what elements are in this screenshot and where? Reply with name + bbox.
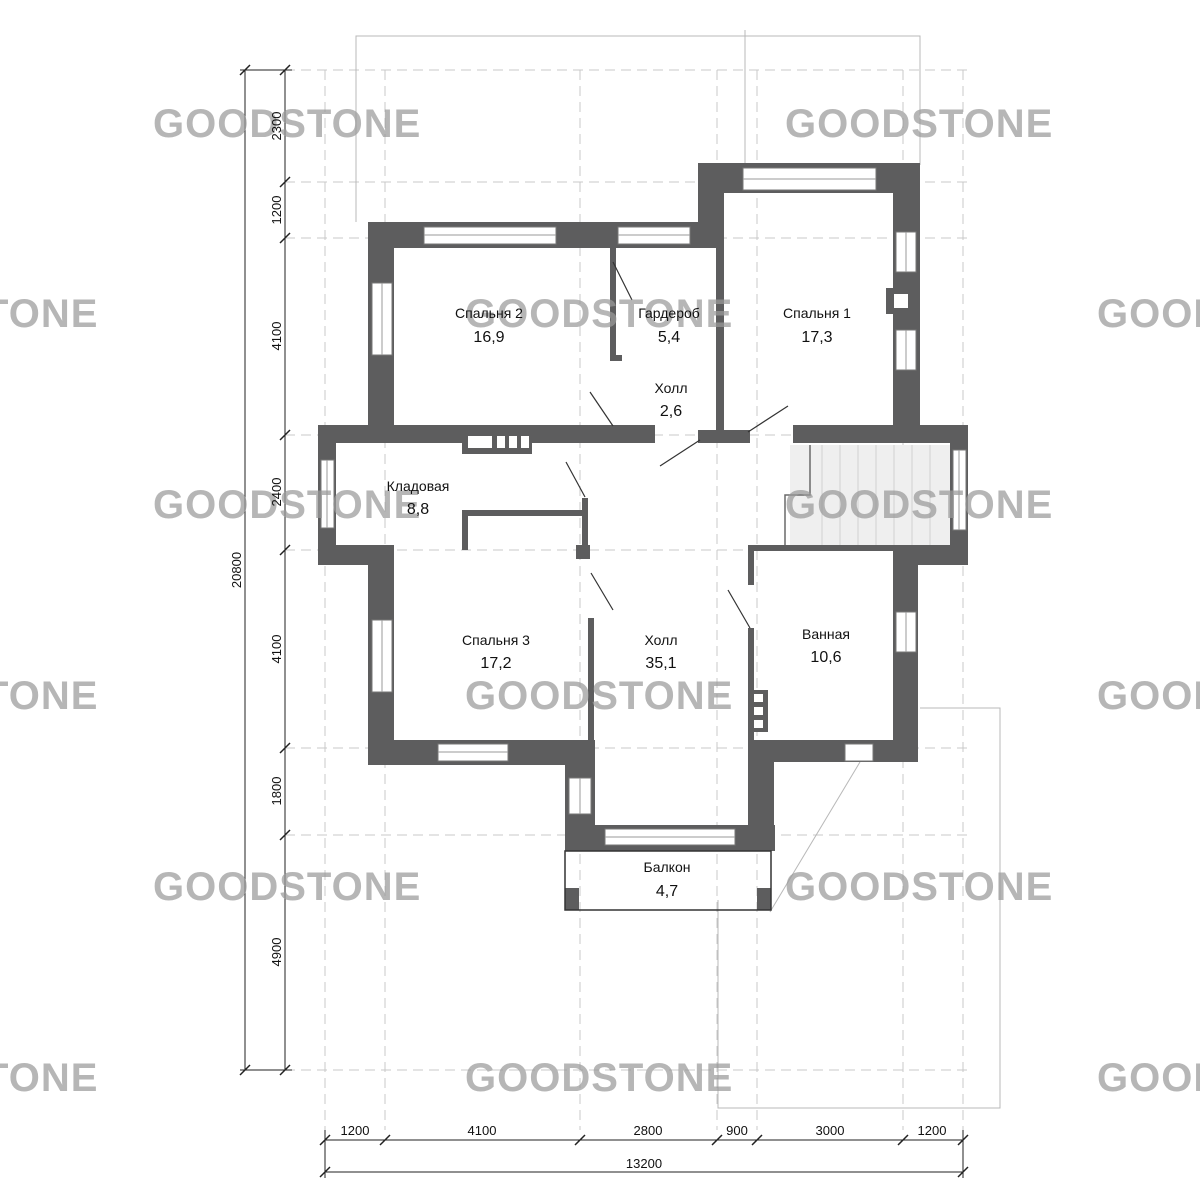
dimension-tick: [897, 1134, 909, 1146]
watermark: GOODSTONE: [785, 483, 1053, 527]
dimension-tick: [379, 1134, 391, 1146]
room-area-hall-small: 2,6: [660, 403, 682, 420]
watermark: GOODSTONE: [785, 102, 1053, 146]
room-name-bedroom-3: Спальня 3: [462, 632, 530, 648]
room-area-storage: 8,8: [407, 501, 429, 518]
dimension-tick: [279, 176, 291, 188]
dimension-tick: [711, 1134, 723, 1146]
dimension-tick: [957, 1166, 969, 1178]
dim-left-5: 4100: [269, 635, 284, 664]
watermarks: GOODSTONE GOODSTONE TONE GOODSTONE GOODS…: [0, 102, 1200, 1100]
dimension-tick: [279, 232, 291, 244]
terrace-outlines: [355, 30, 1001, 1109]
watermark: TONE: [0, 292, 98, 336]
dim-bottom-1: 1200: [341, 1123, 370, 1138]
window-panes: [326, 178, 960, 838]
dim-bottom-3: 2800: [634, 1123, 663, 1138]
room-name-bathroom: Ванная: [802, 626, 850, 642]
bathroom-vents: [750, 690, 768, 732]
dimension-tick: [239, 64, 251, 76]
dim-bottom-2: 4100: [468, 1123, 497, 1138]
dimension-tick: [574, 1134, 586, 1146]
dim-left-3: 4100: [269, 322, 284, 351]
staircase: [784, 445, 953, 545]
watermark: GOODSTONE: [153, 483, 421, 527]
dimension-tick: [279, 1064, 291, 1076]
room-area-bedroom-3: 17,2: [480, 655, 511, 672]
dim-bottom-4: 900: [726, 1123, 748, 1138]
dimension-tick: [279, 829, 291, 841]
dimension-tick: [319, 1134, 331, 1146]
dimension-tick: [279, 742, 291, 754]
room-name-hall-small: Холл: [655, 380, 688, 396]
room-name-balcony: Балкон: [644, 859, 691, 875]
room-area-bedroom-2: 16,9: [473, 329, 504, 346]
dimension-tick: [239, 1064, 251, 1076]
dimension-tick: [279, 64, 291, 76]
room-area-bedroom-1: 17,3: [801, 329, 832, 346]
room-name-wardrobe: Гардероб: [638, 305, 700, 321]
dim-left-6: 1800: [269, 777, 284, 806]
dim-left-4: 2400: [269, 478, 284, 507]
bottom-dimension-labels: 1200 4100 2800 900 3000 1200 13200: [341, 1123, 947, 1171]
room-name-bedroom-2: Спальня 2: [455, 305, 523, 321]
room-area-bathroom: 10,6: [810, 649, 841, 666]
watermark: GOODSTONE: [785, 865, 1053, 909]
watermark: GOODSTONE: [465, 1056, 733, 1100]
fireplace: [886, 288, 916, 314]
dimension-tick: [751, 1134, 763, 1146]
dim-left-7: 4900: [269, 938, 284, 967]
dim-bottom-5: 3000: [816, 1123, 845, 1138]
watermark: GOODSTONE: [465, 674, 733, 718]
dim-bottom-6: 1200: [918, 1123, 947, 1138]
dim-left-2: 1200: [269, 196, 284, 225]
dimension-ticks: [239, 64, 969, 1178]
watermark: TONE: [0, 1056, 98, 1100]
dimension-tick: [279, 429, 291, 441]
watermark: GOODSTONE: [1097, 1056, 1200, 1100]
door-swings: [565, 261, 789, 629]
watermark: GOODSTONE: [153, 102, 421, 146]
room-name-storage: Кладовая: [387, 478, 450, 494]
left-dimension-labels: 2300 1200 4100 2400 4100 1800 4900 20800: [229, 112, 284, 967]
room-name-bedroom-1: Спальня 1: [783, 305, 851, 321]
watermark: GOODSTONE: [1097, 674, 1200, 718]
dimension-lines: [240, 69, 964, 1178]
watermark: GOODSTONE: [1097, 292, 1200, 336]
built-in-shelves: [462, 432, 532, 454]
room-area-balcony: 4,7: [656, 883, 678, 900]
dim-left-1: 2300: [269, 112, 284, 141]
balcony-frame: [564, 850, 772, 911]
room-name-hall: Холл: [645, 632, 678, 648]
watermark: TONE: [0, 674, 98, 718]
dimension-tick: [279, 544, 291, 556]
dimension-tick: [957, 1134, 969, 1146]
room-labels: Спальня 2 16,9 Гардероб 5,4 Спальня 1 17…: [387, 305, 852, 900]
dimension-tick: [319, 1166, 331, 1178]
watermark: GOODSTONE: [465, 292, 733, 336]
room-area-hall: 35,1: [645, 655, 676, 672]
dim-bottom-total: 13200: [626, 1156, 662, 1171]
watermark: GOODSTONE: [153, 865, 421, 909]
room-area-wardrobe: 5,4: [658, 329, 680, 346]
dim-left-total: 20800: [229, 552, 244, 588]
